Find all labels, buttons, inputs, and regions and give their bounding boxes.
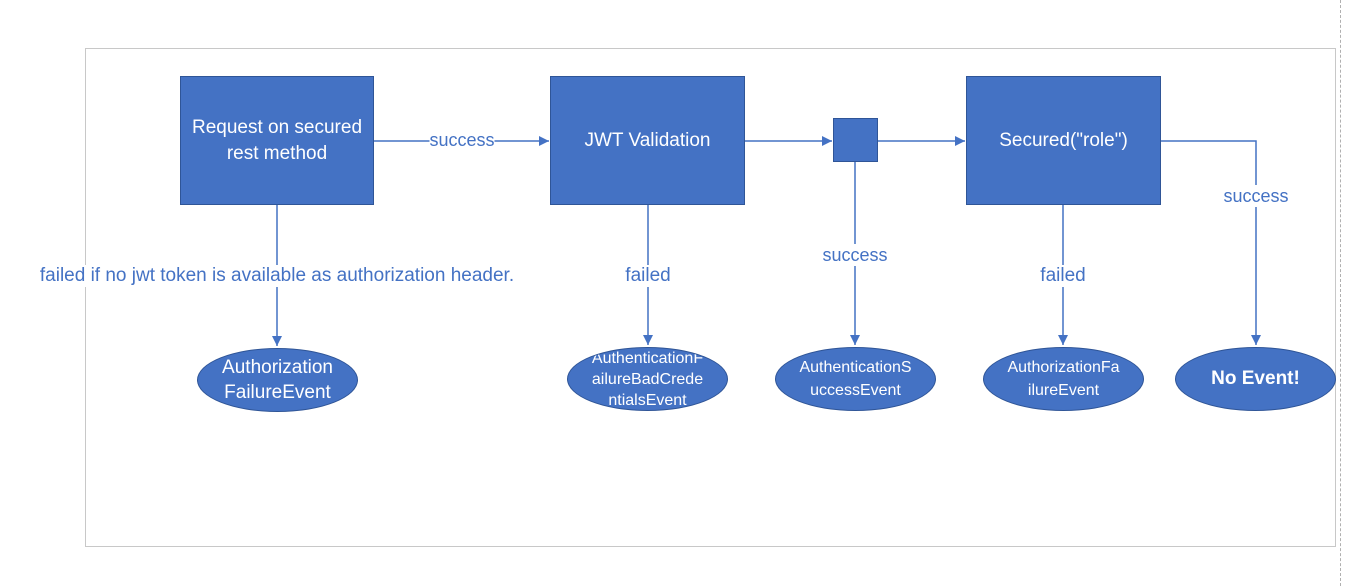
event-authz-fail2-label: AuthorizationFailureEvent	[1007, 359, 1120, 399]
node-secured-label: Secured("role")	[999, 129, 1128, 151]
node-jwt-label: JWT Validation	[584, 129, 711, 151]
diagram-frame	[85, 48, 1336, 547]
event-authorization-failure-2: AuthorizationFailureEvent	[983, 347, 1144, 411]
event-auth-failure-bad-credentials: AuthenticationFailureBadCredentialsEvent	[567, 347, 728, 411]
node-junction	[833, 118, 878, 162]
event-auth-bad-credentials-label: AuthenticationFailureBadCredentialsEvent	[591, 349, 704, 409]
event-no-event-label: No Event!	[1211, 368, 1300, 389]
event-authorization-failure: Authorization FailureEvent	[197, 348, 358, 412]
event-authorization-failure-label: Authorization FailureEvent	[222, 357, 333, 403]
edge-secured-to-no-event	[1160, 140, 1261, 345]
event-no-event: No Event!	[1175, 347, 1336, 411]
node-request: Request on secured rest method	[180, 76, 374, 205]
label-request-failed: failed if no jwt token is available as a…	[39, 265, 515, 287]
label-secured-success: success	[1223, 185, 1289, 207]
node-jwt-validation: JWT Validation	[550, 76, 745, 205]
label-junction-success: success	[822, 244, 888, 266]
node-request-label: Request on secured rest method	[191, 116, 363, 164]
event-authentication-success: AuthenticationSuccessEvent	[775, 347, 936, 411]
label-request-success: success	[429, 129, 495, 151]
event-auth-success-label: AuthenticationSuccessEvent	[799, 359, 912, 399]
label-jwt-failed: failed	[625, 265, 671, 287]
node-secured-role: Secured("role")	[966, 76, 1161, 205]
page-boundary	[1340, 0, 1341, 586]
label-secured-failed: failed	[1040, 265, 1086, 287]
